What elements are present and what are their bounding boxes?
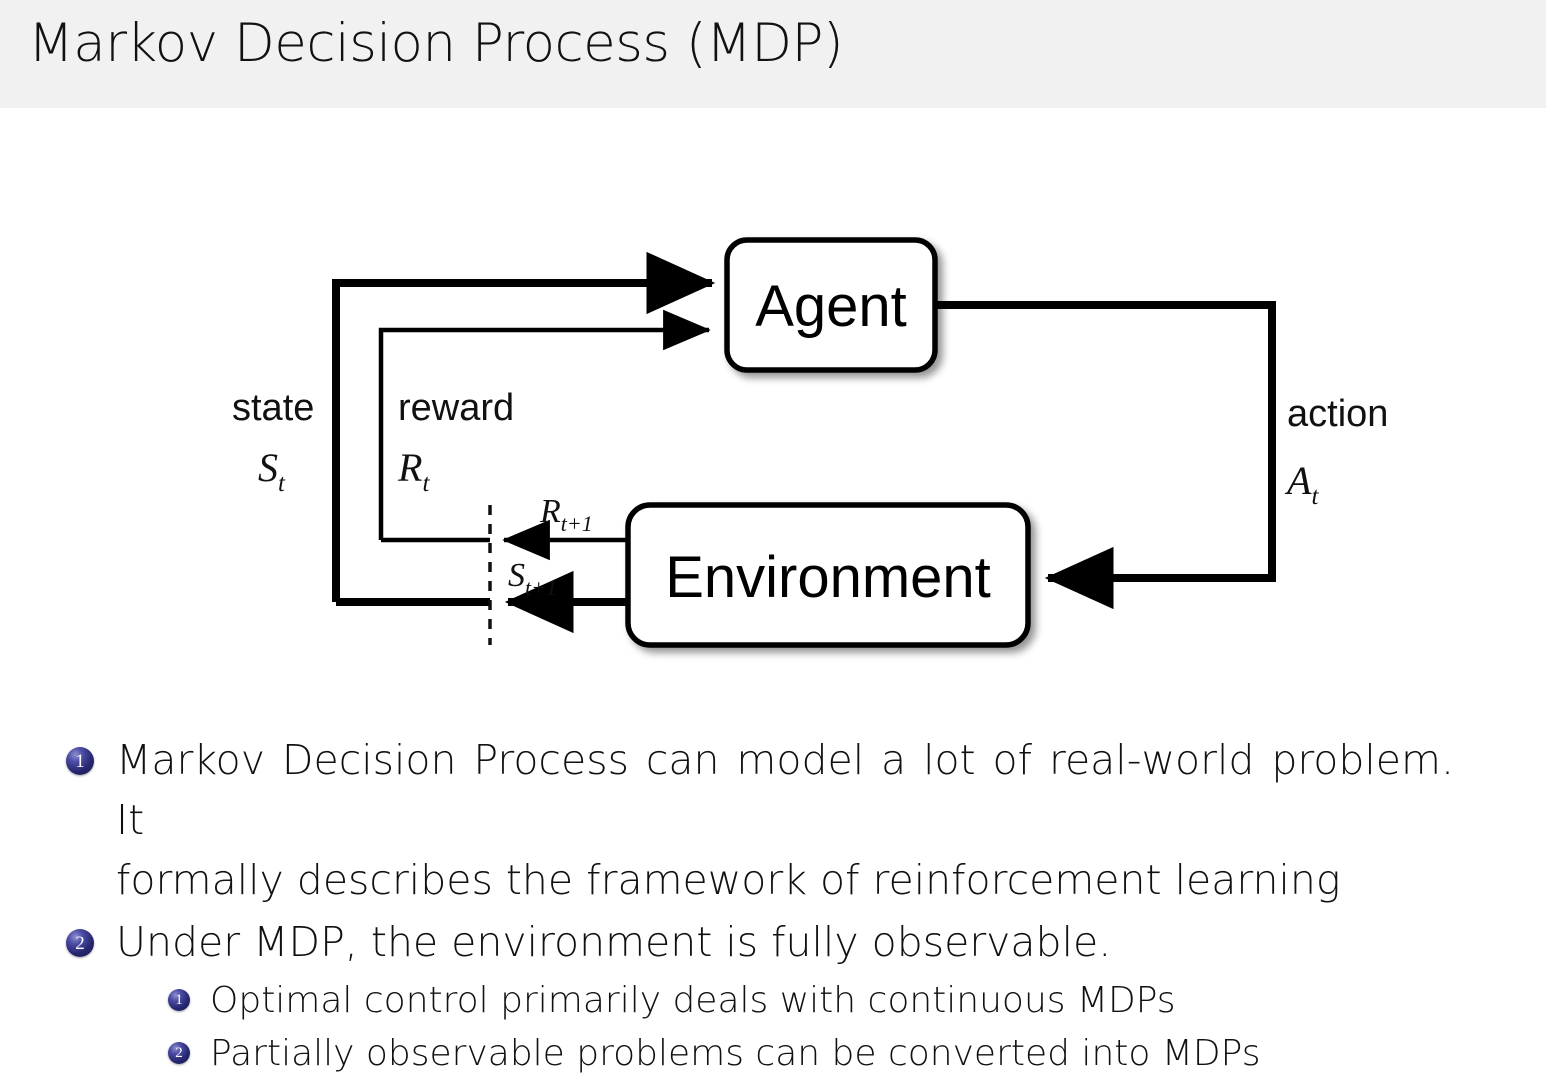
page-title: Markov Decision Process (MDP): [28, 13, 844, 74]
sub-bullet-marker-1: 1: [168, 989, 190, 1011]
sub-bullet-text-1: Optimal control primarily deals with con…: [210, 980, 1176, 1021]
action-arrow: [935, 301, 1276, 610]
bullet-text-2: Under MDP, the environment is fully obse…: [116, 912, 1454, 972]
bullet-text-1: Markov Decision Process can model a lot …: [116, 730, 1454, 910]
bullet-text-1-line1: Markov Decision Process can model a lot …: [116, 736, 1454, 844]
bullet-text-1-line2: formally describes the framework of rein…: [116, 856, 1341, 904]
agent-box: Agent: [724, 237, 938, 373]
mdp-agent-environment-diagram: Agent Environment state St reward Rt act…: [0, 108, 1546, 718]
reward-label-word: reward: [398, 387, 514, 429]
reward-label-symbol: Rt: [397, 445, 430, 497]
state-feedback-arrow: [332, 251, 716, 602]
bullet-list: 1 Markov Decision Process can model a lo…: [0, 730, 1546, 1080]
sub-bullet-marker-2: 2: [168, 1042, 190, 1064]
reward-feedback-arrow: [378, 309, 711, 540]
bullet-marker-2: 2: [66, 929, 94, 957]
action-label-word: action: [1287, 393, 1388, 435]
bullet-text-2-line1: Under MDP, the environment is fully obse…: [116, 918, 1112, 966]
list-item: 1 Markov Decision Process can model a lo…: [66, 730, 1546, 910]
action-label-symbol: At: [1284, 458, 1319, 510]
sub-bullet-text-2: Partially observable problems can be con…: [210, 1033, 1261, 1074]
agent-box-label: Agent: [755, 274, 907, 339]
list-item: 2 Under MDP, the environment is fully ob…: [66, 912, 1546, 972]
slide-header-bar: Markov Decision Process (MDP): [0, 0, 1546, 108]
environment-box-label: Environment: [665, 545, 991, 610]
list-item: 1 Optimal control primarily deals with c…: [168, 974, 1546, 1027]
state-label-symbol: St: [258, 445, 286, 497]
state-next-label: St+1: [508, 557, 557, 600]
environment-box: Environment: [625, 502, 1031, 648]
state-label-word: state: [232, 387, 314, 429]
list-item: 2 Partially observable problems can be c…: [168, 1027, 1546, 1080]
reward-next-label: Rt+1: [539, 493, 593, 536]
bullet-marker-1: 1: [66, 747, 94, 775]
